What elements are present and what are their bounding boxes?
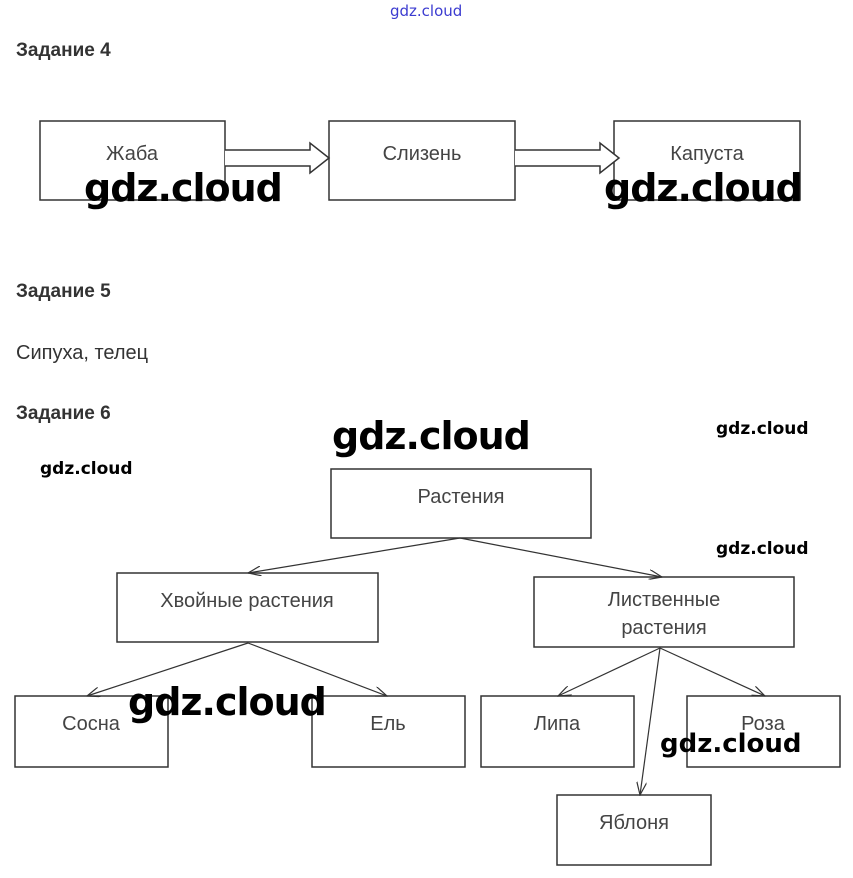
box-conifers	[116, 572, 379, 643]
watermark: gdz.cloud	[40, 459, 133, 479]
box-slug	[328, 120, 516, 201]
label-spruce: Ель	[370, 713, 405, 735]
task6-heading: Задание 6	[16, 403, 111, 424]
label-pine: Сосна	[62, 713, 121, 735]
label-toad: Жаба	[106, 143, 159, 165]
watermark: gdz.cloud	[332, 414, 531, 458]
task5-answer: Сипуха, телец	[16, 342, 149, 364]
label-deciduous-2: растения	[621, 617, 706, 639]
edge-conifers-pine	[87, 642, 249, 696]
label-deciduous-1: Лиственные	[608, 589, 721, 611]
watermark: gdz.cloud	[716, 419, 809, 439]
task4-heading: Задание 4	[16, 40, 111, 61]
box-deciduous	[533, 576, 795, 648]
watermark-top: gdz.cloud	[390, 2, 463, 20]
arrow-1	[225, 141, 331, 175]
watermark: gdz.cloud	[84, 166, 283, 210]
box-spruce	[311, 695, 466, 768]
label-apple: Яблоня	[599, 812, 669, 834]
box-pine	[14, 695, 169, 768]
box-linden	[480, 695, 635, 768]
edge-plants-deciduous	[459, 537, 662, 577]
label-plants: Растения	[418, 486, 505, 508]
edge-deciduous-apple	[640, 647, 661, 795]
watermark: gdz.cloud	[604, 166, 803, 210]
box-rose	[686, 695, 841, 768]
edge-deciduous-rose	[659, 647, 765, 696]
label-slug: Слизень	[383, 143, 462, 165]
watermark: gdz.cloud	[128, 680, 327, 724]
label-rose: Роза	[741, 713, 786, 735]
label-cabbage: Капуста	[670, 143, 744, 165]
watermark: gdz.cloud	[716, 539, 809, 559]
task5-heading: Задание 5	[16, 281, 111, 302]
arrow-2	[515, 141, 621, 175]
edge-plants-conifers	[248, 537, 461, 573]
label-conifers: Хвойные растения	[160, 590, 334, 612]
watermark: gdz.cloud	[660, 729, 802, 759]
edge-conifers-spruce	[247, 642, 387, 696]
edge-deciduous-linden	[558, 647, 661, 696]
label-linden: Липа	[534, 713, 581, 735]
box-apple	[556, 794, 712, 866]
box-toad	[39, 120, 226, 201]
box-plants	[330, 468, 592, 539]
